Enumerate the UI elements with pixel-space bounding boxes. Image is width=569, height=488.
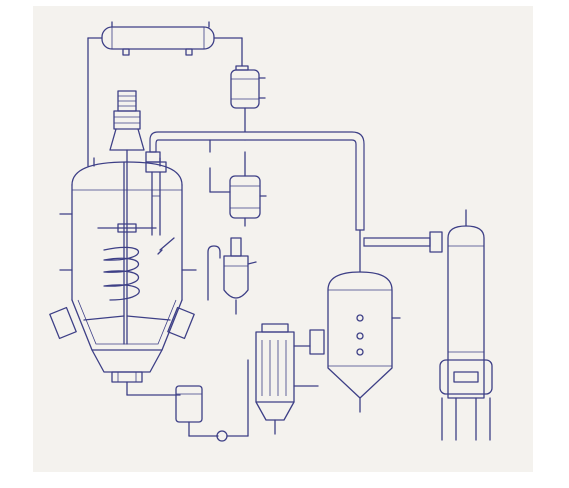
main-extraction-tank <box>49 37 197 396</box>
vapour-pipe <box>145 131 365 236</box>
evaporator-vessel <box>327 229 443 413</box>
column-condenser <box>439 209 493 441</box>
heat-exchanger <box>255 323 325 435</box>
filter-vessel <box>175 359 249 442</box>
small-separator <box>207 237 257 315</box>
top-horizontal-condenser <box>87 21 243 67</box>
upper-receiver-vessel <box>230 65 266 141</box>
middle-receiver-vessel <box>209 139 267 227</box>
